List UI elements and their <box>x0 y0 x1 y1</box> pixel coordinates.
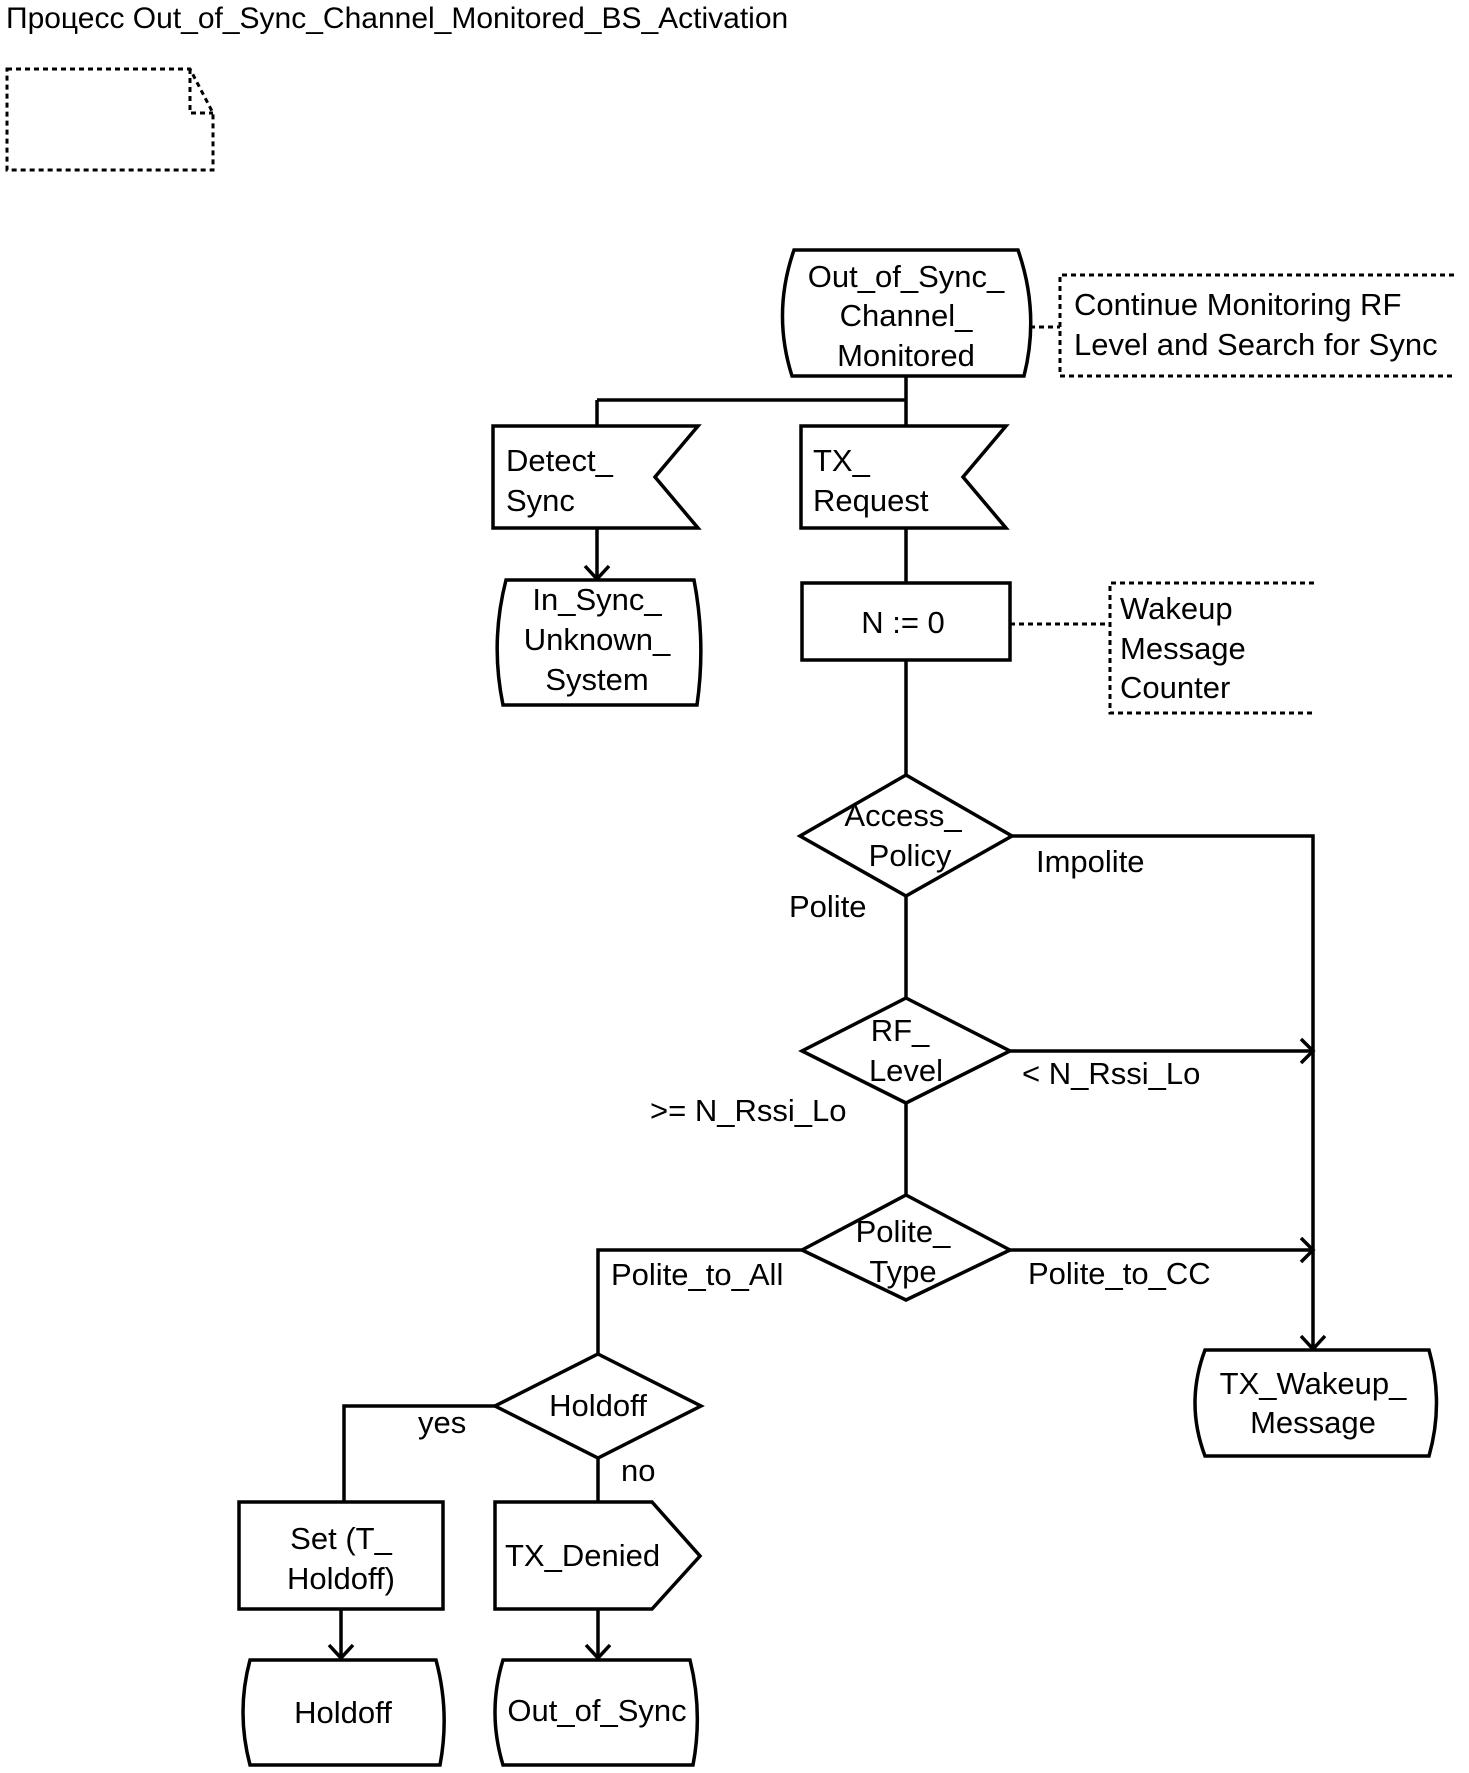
edge-label-polite-to-all: Polite_to_All <box>611 1257 783 1292</box>
svg-text:Unknown_: Unknown_ <box>524 622 671 657</box>
state-tx-wakeup-message[interactable]: TX_Wakeup_ Message <box>1193 1348 1439 1458</box>
svg-text:Channel_: Channel_ <box>840 298 973 333</box>
svg-text:Level: Level <box>869 1053 943 1088</box>
document-note-icon <box>5 67 215 172</box>
svg-text:Message: Message <box>1250 1405 1376 1440</box>
task-set-t-holdoff[interactable]: Set (T_ Holdoff) <box>237 1500 445 1611</box>
decision-holdoff[interactable]: Holdoff <box>491 1352 705 1460</box>
svg-text:Wakeup: Wakeup <box>1120 591 1233 626</box>
state-out-of-sync[interactable]: Out_of_Sync <box>493 1658 700 1767</box>
edge-impolite <box>1012 834 1315 1348</box>
svg-text:Level and Search for Sync: Level and Search for Sync <box>1074 327 1438 362</box>
decision-rf-level[interactable]: RF_ Level <box>798 996 1014 1105</box>
state-in-sync-unknown-system[interactable]: In_Sync_ Unknown_ System <box>495 578 703 707</box>
svg-text:Set (T_: Set (T_ <box>290 1521 392 1556</box>
svg-text:TX_Denied: TX_Denied <box>505 1538 660 1573</box>
svg-text:In_Sync_: In_Sync_ <box>532 582 662 617</box>
svg-text:Holdoff: Holdoff <box>549 1388 647 1423</box>
arrowhead <box>1299 1037 1316 1065</box>
svg-text:N := 0: N := 0 <box>861 605 945 640</box>
svg-text:TX_Wakeup_: TX_Wakeup_ <box>1220 1366 1407 1401</box>
edge-label-lt-rssi: < N_Rssi_Lo <box>1022 1056 1200 1091</box>
edge-label-ge-rssi: >= N_Rssi_Lo <box>650 1093 846 1128</box>
comment-continue-monitoring: Continue Monitoring RF Level and Search … <box>1058 273 1454 378</box>
edge-label-no: no <box>621 1453 655 1488</box>
svg-text:Request: Request <box>813 483 929 518</box>
svg-text:Continue Monitoring RF: Continue Monitoring RF <box>1074 287 1401 322</box>
svg-text:Detect_: Detect_ <box>506 443 614 478</box>
edge-label-impolite: Impolite <box>1036 844 1145 879</box>
svg-text:System: System <box>545 662 648 697</box>
svg-text:Access_: Access_ <box>844 798 962 833</box>
svg-text:Holdoff): Holdoff) <box>287 1561 395 1596</box>
state-out-of-sync-channel-monitored[interactable]: Out_of_Sync_ Channel_ Monitored <box>780 248 1033 378</box>
connectors <box>327 325 1327 1661</box>
decision-access-policy[interactable]: Access_ Policy <box>796 772 1016 899</box>
input-detect-sync[interactable]: Detect_ Sync <box>491 424 702 530</box>
output-tx-denied[interactable]: TX_Denied <box>493 1500 703 1611</box>
svg-text:Message: Message <box>1120 631 1246 666</box>
process-title: Процесс Out_of_Sync_Channel_Monitored_BS… <box>6 2 788 35</box>
input-tx-request[interactable]: TX_ Request <box>799 424 1010 530</box>
svg-text:Monitored: Monitored <box>837 338 975 373</box>
svg-text:Out_of_Sync: Out_of_Sync <box>507 1693 686 1728</box>
svg-text:TX_: TX_ <box>813 443 871 478</box>
edge-label-polite: Polite <box>789 889 867 924</box>
svg-text:Out_of_Sync_: Out_of_Sync_ <box>808 259 1005 294</box>
svg-text:Type: Type <box>869 1254 936 1289</box>
edge-label-yes: yes <box>418 1405 466 1440</box>
state-holdoff[interactable]: Holdoff <box>241 1658 446 1767</box>
svg-text:RF_: RF_ <box>871 1013 930 1048</box>
svg-text:Polite_: Polite_ <box>856 1214 952 1249</box>
svg-text:Counter: Counter <box>1120 670 1230 705</box>
edge-label-polite-to-cc: Polite_to_CC <box>1028 1256 1211 1291</box>
edge-yes <box>342 1404 495 1501</box>
arrowhead <box>584 1643 612 1661</box>
arrowhead <box>327 1643 355 1661</box>
decision-polite-type[interactable]: Polite_ Type <box>798 1193 1014 1302</box>
task-n-assign[interactable]: N := 0 <box>800 581 1012 662</box>
svg-text:Policy: Policy <box>869 838 952 873</box>
svg-text:Holdoff: Holdoff <box>294 1695 392 1730</box>
edge-polite-to-all <box>596 1248 802 1354</box>
svg-text:Sync: Sync <box>506 483 575 518</box>
comment-wakeup-message-counter: Wakeup Message Counter <box>1108 581 1314 715</box>
arrowhead <box>1299 1236 1316 1264</box>
